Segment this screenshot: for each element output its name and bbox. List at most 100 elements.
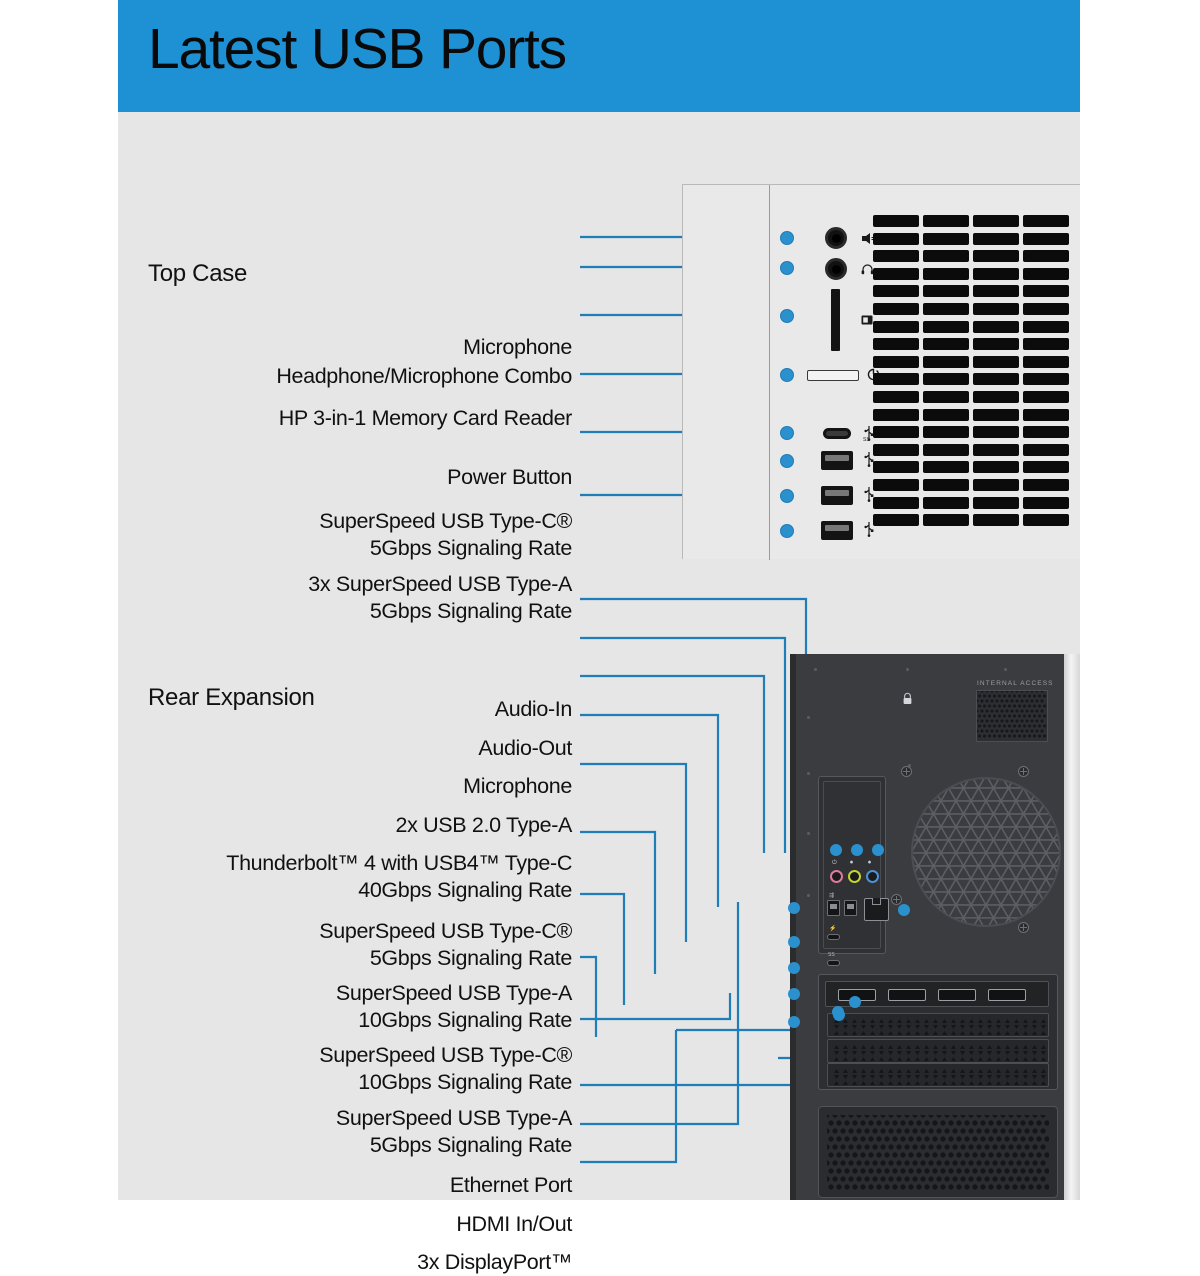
leader-rear-usbc5 [580,830,657,974]
section-title-rear-expansion: Rear Expansion [148,684,315,711]
lock-icon [901,692,914,706]
leader-rear-usb2 [580,713,720,907]
displayport-1 [888,989,926,1001]
leader-rear-thunderbolt [580,762,688,942]
chassis-screw-dot [807,772,810,775]
svg-text:SS: SS [863,437,870,441]
power-supply-unit [818,1106,1058,1198]
rear-microphone-jack [830,870,843,883]
rear-dot-microphone [830,844,842,856]
io-screw [891,894,902,905]
label-top-usb-c: SuperSpeed USB Type-C® 5Gbps Signaling R… [319,509,572,560]
leader-rear-audio-out [580,636,787,853]
usb-a-port-1 [821,451,853,470]
superspeed-usb-icon-c: SS [863,425,875,444]
rear-dot-thunderbolt [788,936,800,948]
label-rear-microphone: Microphone [463,774,572,798]
label-rear-usb-c-10gbps: SuperSpeed USB Type-C® 10Gbps Signaling … [319,1043,572,1094]
chassis-left-edge [790,654,797,1200]
fan-screw-tr [1018,766,1029,777]
connector-dot-card-reader [780,309,794,323]
label-rear-usb-c-5gbps: SuperSpeed USB Type-C® 5Gbps Signaling R… [319,919,572,970]
leader-rear-dp-trunk [580,1030,678,1164]
chassis-screw-dot [814,668,817,671]
case-seam-line [769,185,770,560]
label-rear-displayport: 3x DisplayPort™ [417,1250,572,1274]
rear-panel-illustration: INTERNAL ACCESS [788,654,1080,1200]
memory-card-slot [831,289,840,351]
label-rear-usb-a-10gbps: SuperSpeed USB Type-A 10Gbps Signaling R… [335,981,572,1032]
io-panel-border [823,781,881,949]
leader-rear-audio-in [580,597,808,853]
chassis-screw-dot [908,764,911,767]
label-rear-ethernet: Ethernet Port [449,1173,572,1197]
fan-grille [911,772,1061,932]
page-title: Latest USB Ports [148,17,567,81]
rear-usb2-port-1 [827,900,840,916]
graphics-card [818,974,1058,1090]
expansion-slot-cover-3 [827,1063,1049,1087]
thunderbolt-icon: ⚡ [829,926,837,932]
connector-dot-power [780,368,794,382]
label-rear-thunderbolt4: Thunderbolt™ 4 with USB4™ Type-C 40Gbps … [226,851,572,902]
leader-rear-usba5 [580,993,732,1021]
page-header: Latest USB Ports [118,0,1080,112]
label-rear-audio-in: Audio-In [494,697,573,721]
chassis-rear-body: INTERNAL ACCESS [788,654,1064,1200]
expansion-slot-cover-1 [827,1013,1049,1037]
connector-dot-usb-a-2 [780,489,794,503]
expansion-slot-cover-2 [827,1039,1049,1063]
leader-rear-usbc10 [580,955,598,1037]
rear-audio-out-jack [848,870,861,883]
usb-a-port-3 [821,521,853,540]
connector-dot-usb-a-1 [780,454,794,468]
rear-dot-audio-out [851,844,863,856]
connector-dot-usb-c [780,426,794,440]
internal-access-text: INTERNAL ACCESS [977,680,1054,687]
rear-audio-in-icon: ⏺ [868,860,872,866]
rear-io-panel [818,776,886,954]
headphone-combo-jack [825,258,847,280]
chassis-screw-dot [1004,668,1007,671]
chassis-right-edge [1064,654,1080,1200]
leader-rear-usba10 [580,892,626,1005]
thunderbolt-port [827,934,840,940]
superspeed-usb-icon-rear-c: SS [828,952,835,958]
top-case-illustration: SS [682,184,1080,560]
diagram-content: Top Case Rear Expansion Microphone Headp… [118,112,1080,1274]
rear-dot-usb-c-5 [788,1016,800,1028]
leader-rear-hdmi [580,902,740,1126]
rear-audio-in-jack [866,870,879,883]
rear-usb-c-10gbps-port [827,960,840,966]
displayport-2 [938,989,976,1001]
connector-dot-headphone [780,261,794,275]
label-top-microphone: Microphone [463,335,572,359]
displayport-3 [988,989,1026,1001]
gpu-bracket [825,981,1049,1007]
chassis-screw-dot [906,668,909,671]
label-rear-usb-a-5gbps: SuperSpeed USB Type-A 5Gbps Signaling Ra… [335,1106,572,1157]
rear-dot-dp-anchor [833,1009,845,1021]
usb-icon-2: ⇶ [829,893,835,899]
fan-screw-br [1018,922,1029,933]
label-top-card-reader: HP 3-in-1 Memory Card Reader [278,406,573,430]
rear-dot-usb-c-10 [788,962,800,974]
connector-dot-usb-a-3 [780,524,794,538]
superspeed-usb-icon-a3 [863,521,875,540]
usb-c-port [823,428,851,439]
rear-audio-out-icon: ⏺ [850,860,854,866]
label-rear-hdmi: HDMI In/Out [456,1212,572,1236]
superspeed-usb-icon-a1 [863,451,875,470]
fan-screw-tl [901,766,912,777]
chassis-screw-dot [807,894,810,897]
internal-access-mesh [976,690,1048,742]
power-button[interactable] [807,370,859,381]
rear-microphone-icon: ⏻ [832,860,837,866]
rear-dot-usb-a-5 [849,996,861,1008]
top-case-vent-grille [873,215,1073,535]
label-top-power-button: Power Button [447,465,572,489]
label-rear-usb2-type-a: 2x USB 2.0 Type-A [395,813,573,837]
rear-dot-audio-in [872,844,884,856]
label-top-usb-a-3x: 3x SuperSpeed USB Type-A 5Gbps Signaling… [308,572,572,623]
chassis-screw-dot [807,716,810,719]
